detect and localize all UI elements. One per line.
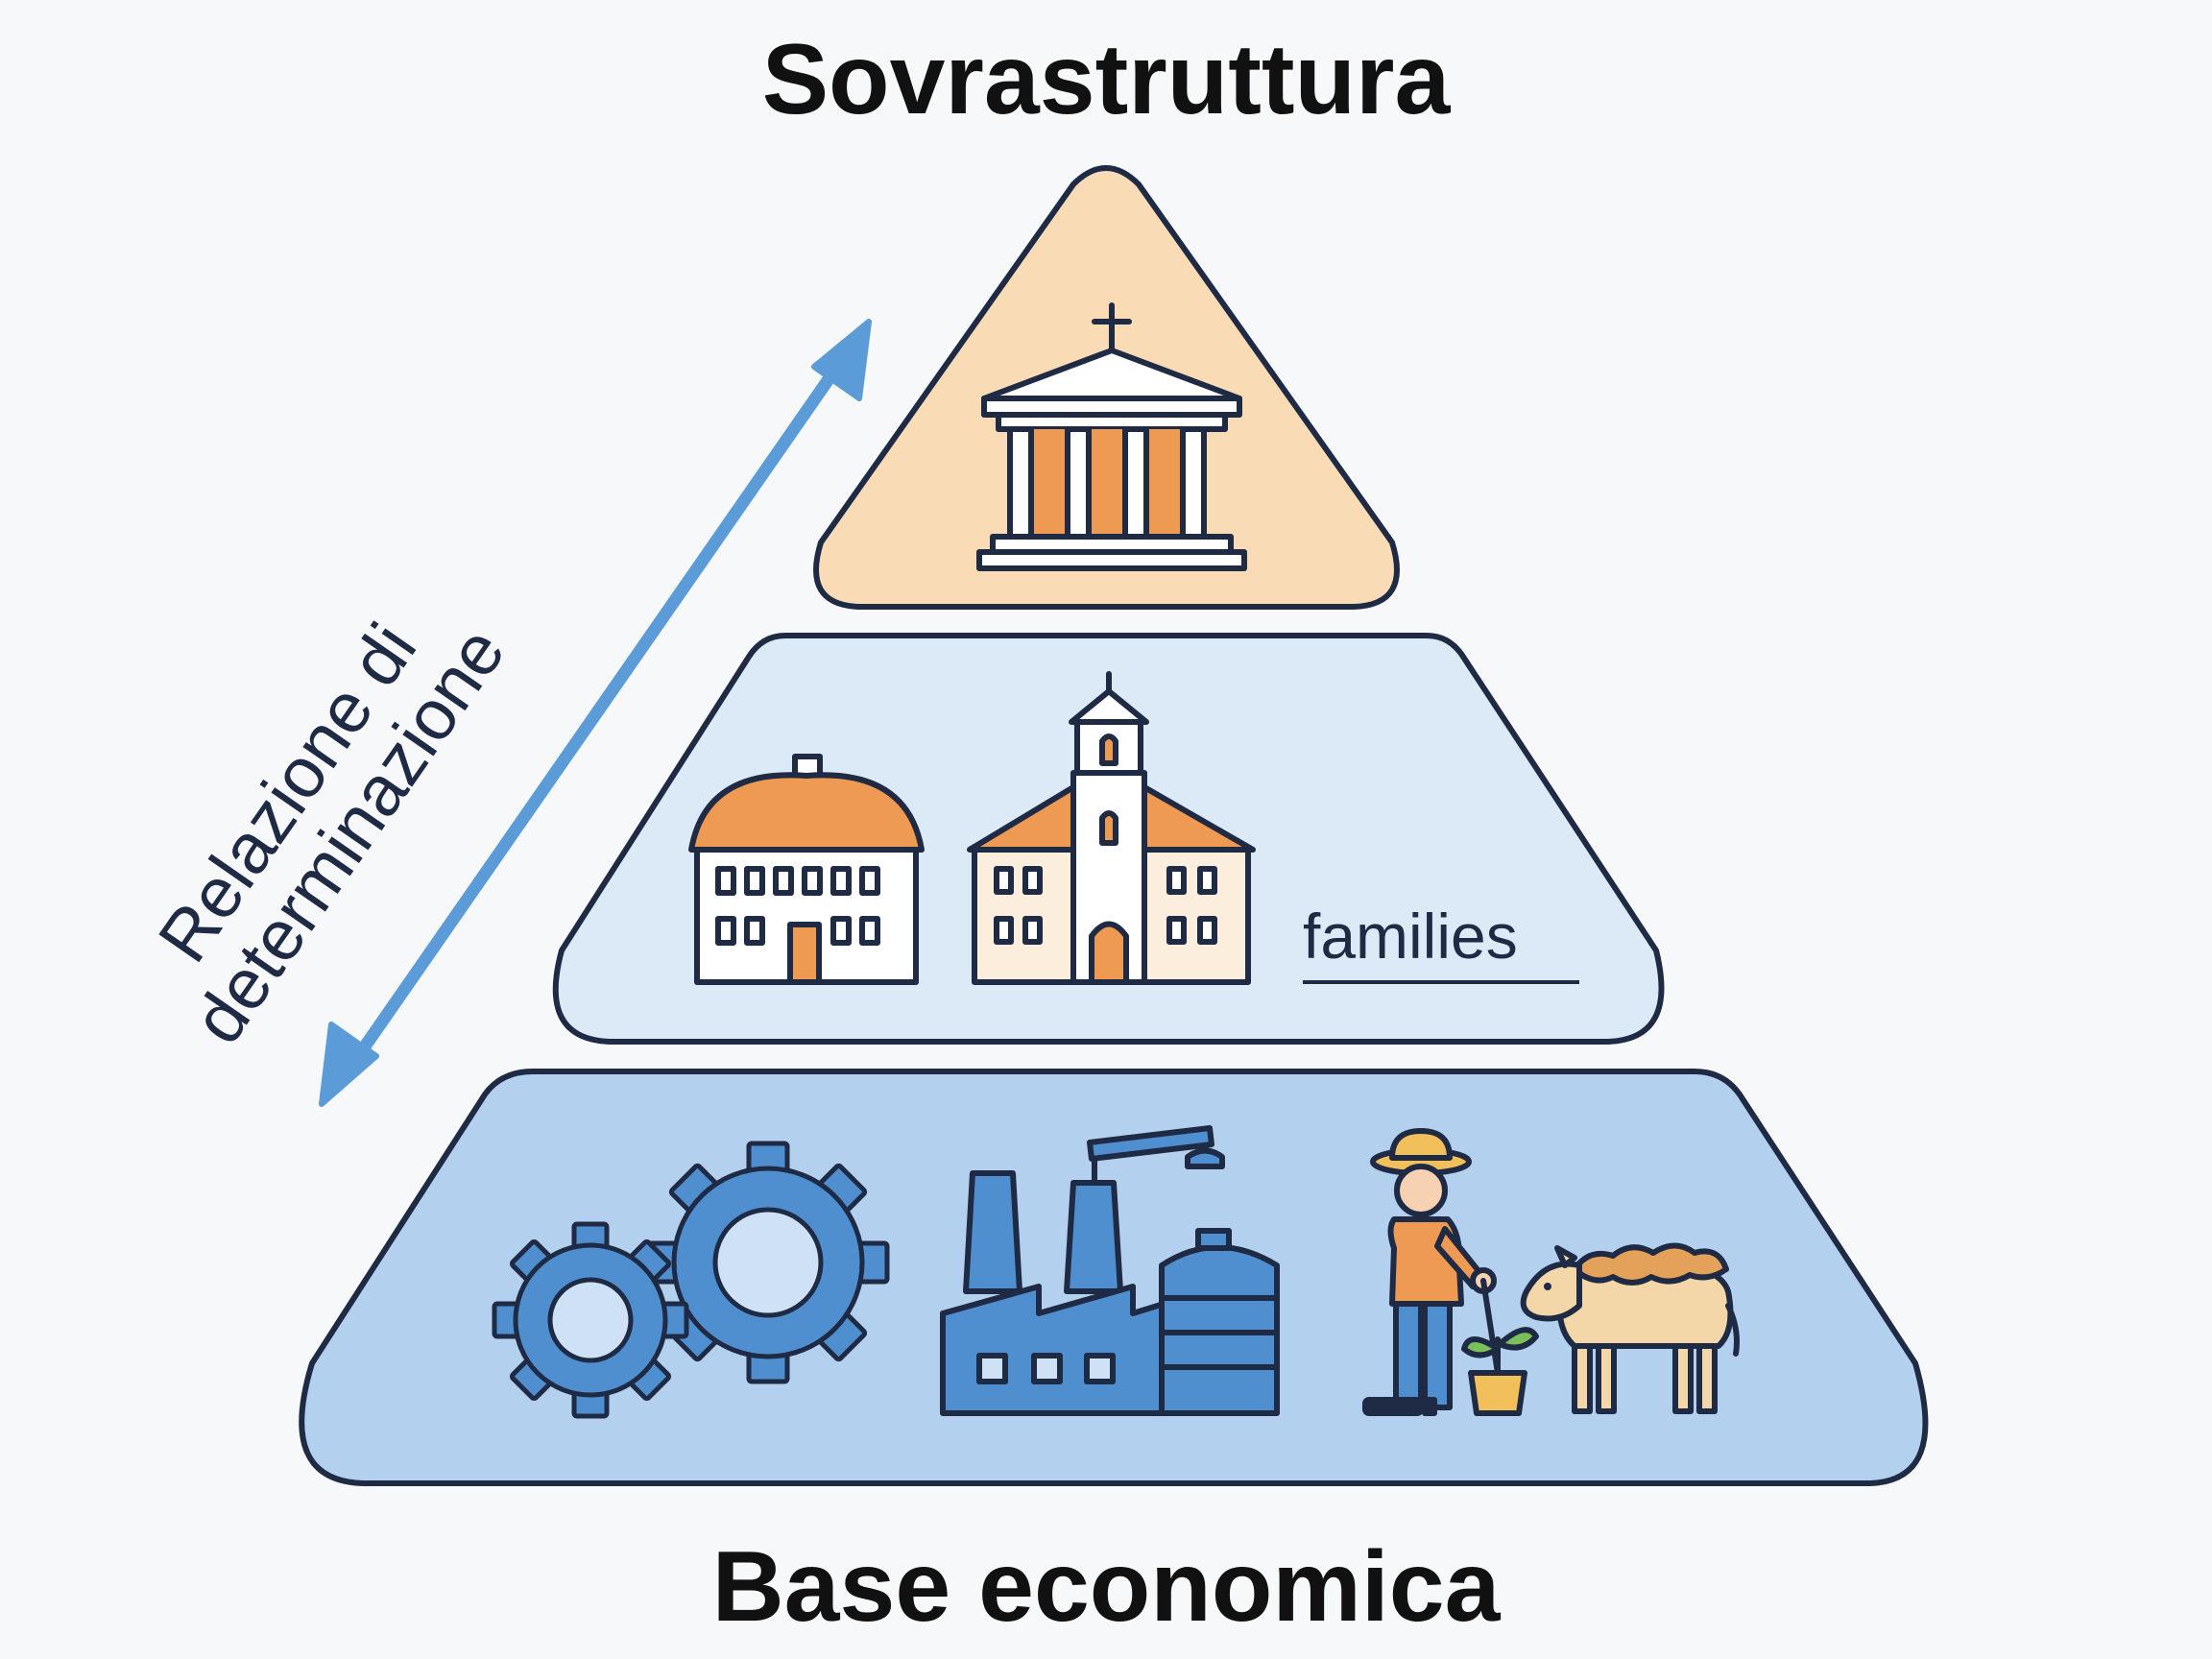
tier-top [813, 165, 1400, 610]
factory-icon [940, 1125, 1280, 1416]
temple-icon [976, 302, 1247, 571]
diagram-title-top: Sovrastruttura [762, 24, 1452, 135]
plant-pot-icon [1461, 1327, 1539, 1416]
sheep-icon [1520, 1242, 1740, 1414]
determination-arrow [319, 319, 872, 1107]
school-building-icon [688, 754, 925, 985]
arrow-label: Relazione di determinazione [143, 610, 520, 1058]
diagram-title-bottom: Base economica [712, 1531, 1502, 1643]
tier-middle: families [552, 633, 1665, 1045]
tier-bottom [299, 1069, 1929, 1486]
families-label: families [1303, 901, 1518, 972]
church-icon [967, 671, 1256, 985]
gears-icon [492, 1141, 890, 1419]
